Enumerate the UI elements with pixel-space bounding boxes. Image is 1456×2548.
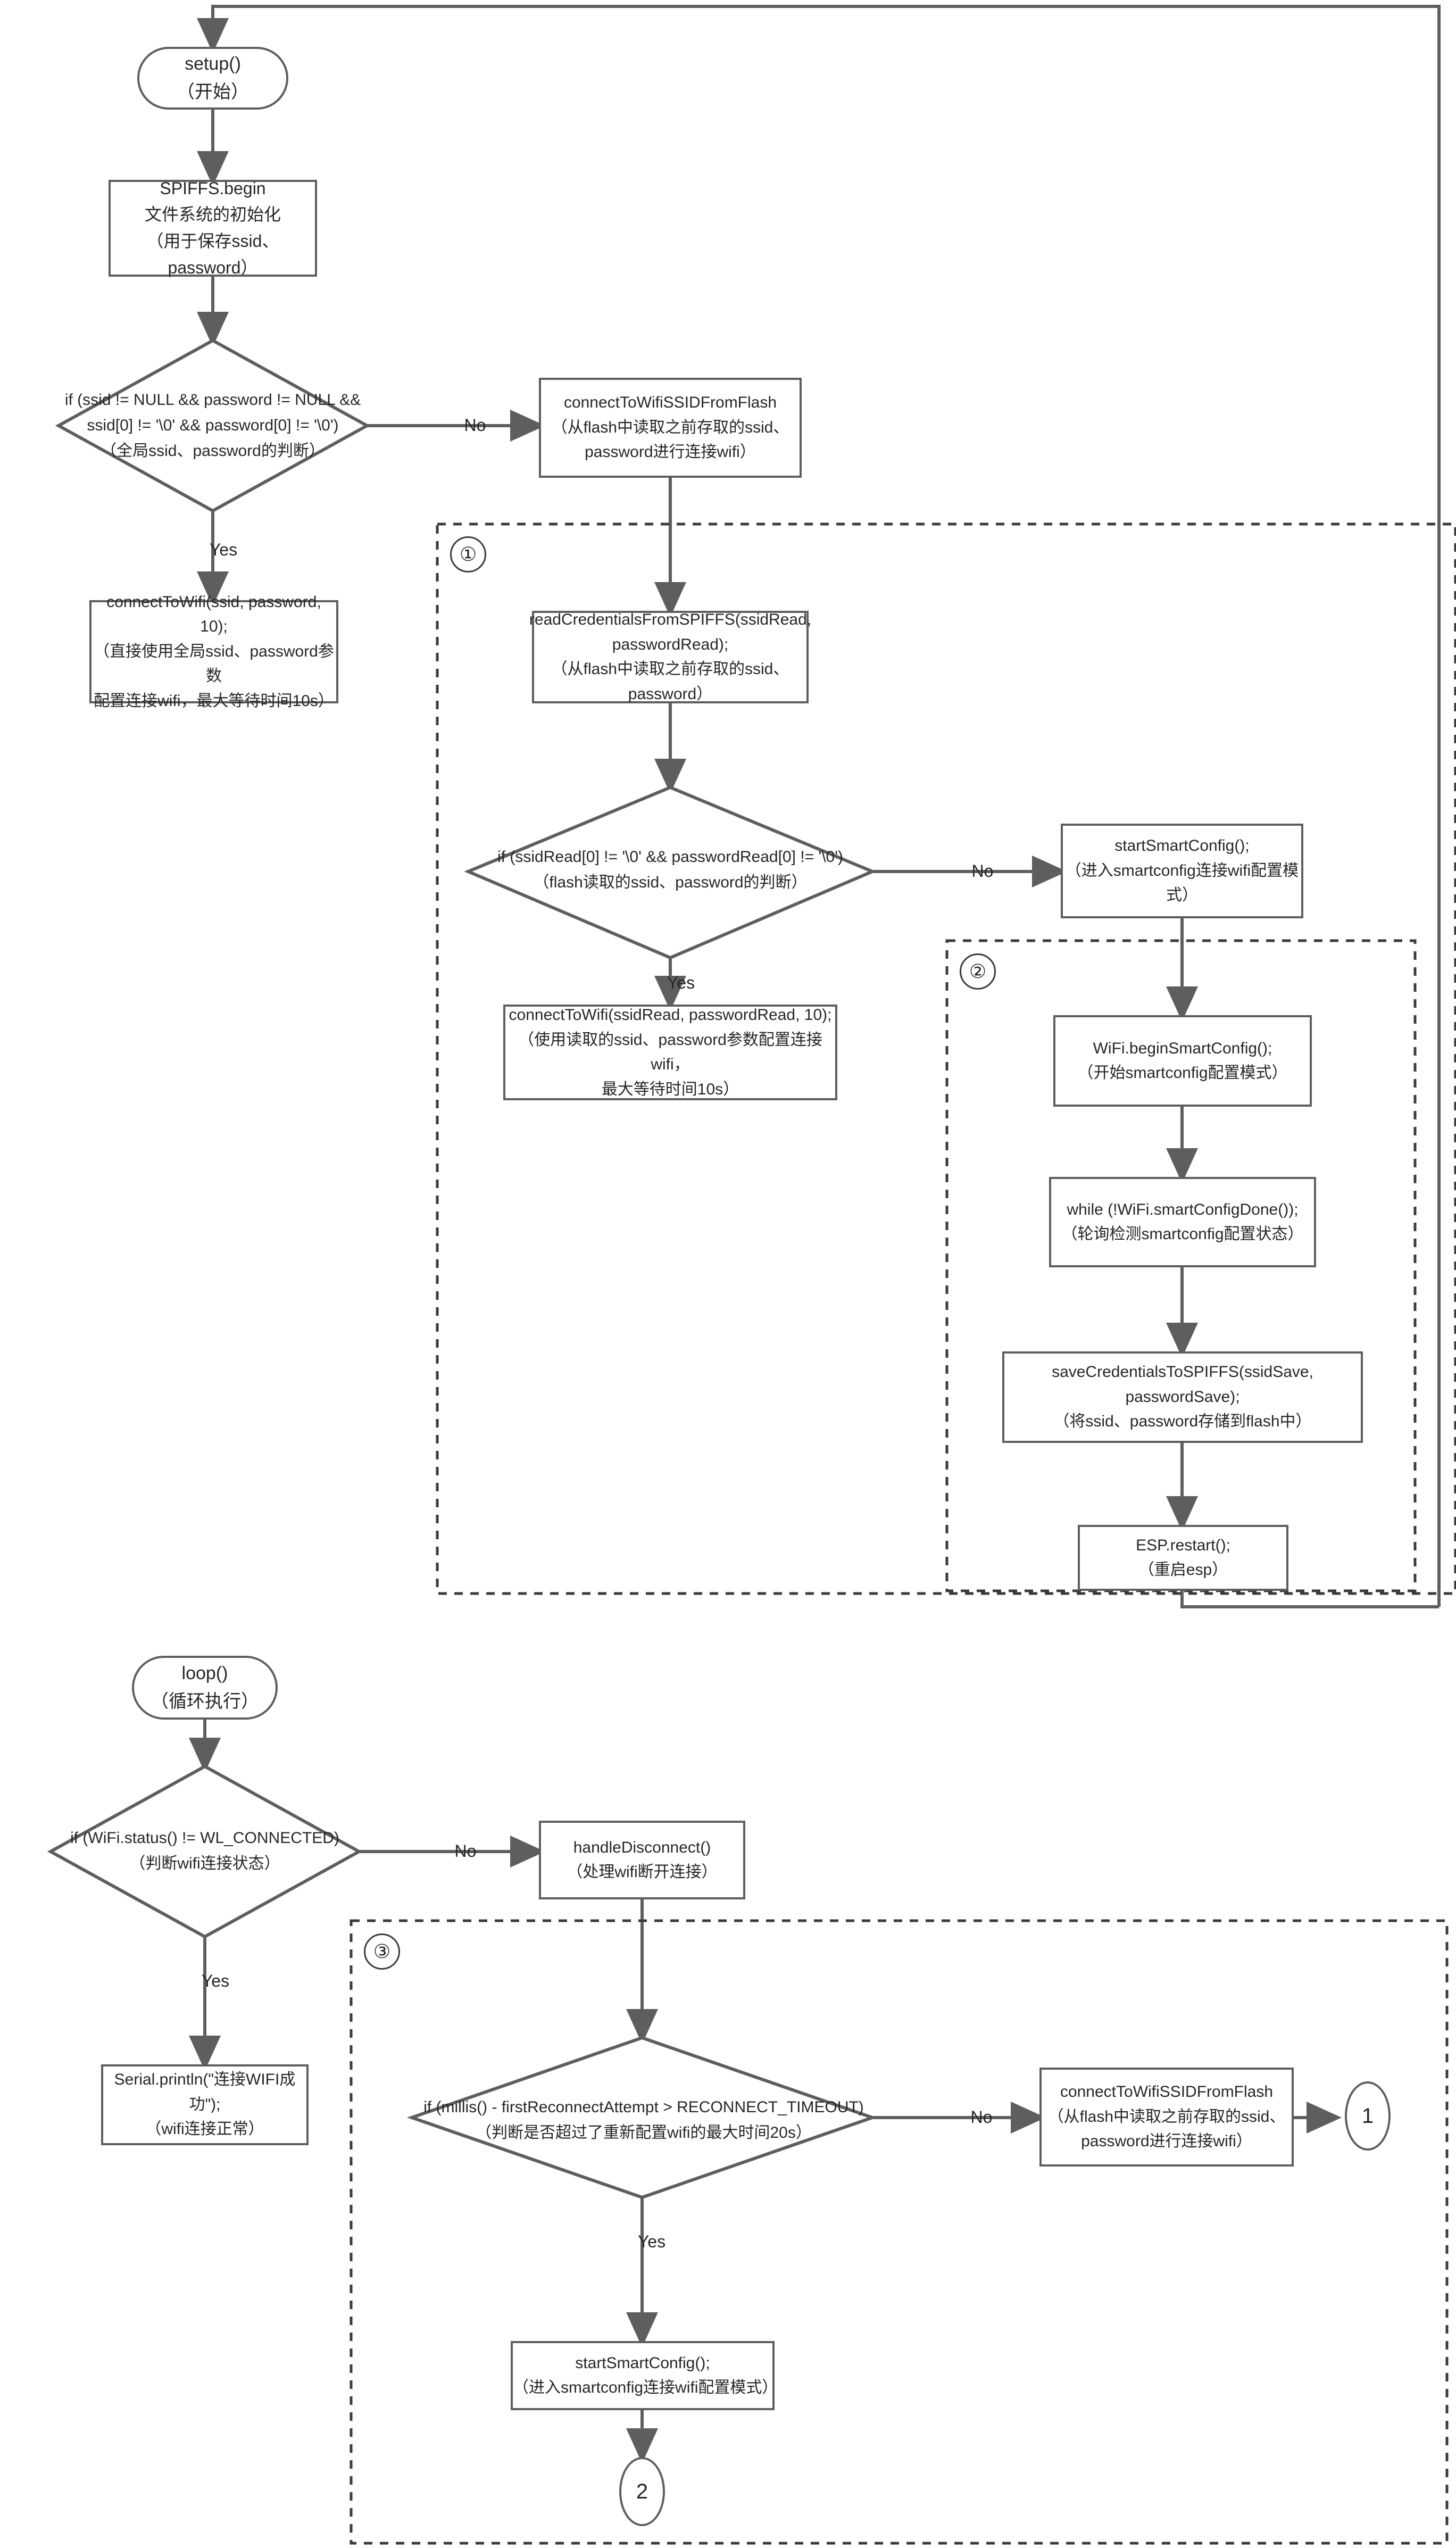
yes-label-reconnect: Yes xyxy=(637,2231,666,2251)
handle-disconnect-box[interactable]: handleDisconnect() （处理wifi断开连接） xyxy=(539,1821,745,1899)
connect-from-flash-bottom-line2: （从flash中读取之前存取的ssid、 xyxy=(1047,2107,1286,2126)
group-two-label: ② xyxy=(969,960,987,982)
begin-smartconfig-box[interactable]: WiFi.beginSmartConfig(); （开始smartconfig配… xyxy=(1053,1015,1312,1107)
setup-start-terminal[interactable]: setup() （开始） xyxy=(137,47,288,110)
decision-global-creds-line2: ssid[0] != '\0' && password[0] != '\0') xyxy=(87,417,339,434)
no-label-flash: No xyxy=(971,861,994,881)
edge-label-no-reconnect: No xyxy=(952,2105,1011,2129)
serial-println-ok-box[interactable]: Serial.println("连接WIFI成功"); （wifi连接正常） xyxy=(101,2064,309,2145)
start-smartconfig-bottom-line2: （进入smartconfig连接wifi配置模式） xyxy=(513,2379,778,2396)
read-credentials-line3: （从flash中读取之前存取的ssid、password） xyxy=(551,660,789,703)
decision-flash-creds-line1: if (ssidRead[0] != '\0' && passwordRead[… xyxy=(497,848,843,866)
edge-label-yes-wifi-status: Yes xyxy=(184,1969,247,1993)
serial-println-ok-line1: Serial.println("连接WIFI成功"); xyxy=(114,2071,296,2113)
spiffs-begin-line2: 文件系统的初始化 xyxy=(144,205,281,225)
spiffs-begin-line3: （用于保存ssid、password） xyxy=(146,231,279,277)
decision-reconnect-timeout-line2: （判断是否超过了重新配置wifi的最大时间20s） xyxy=(476,2124,812,2142)
decision-global-creds-line3: （全局ssid、password的判断） xyxy=(101,442,325,460)
connector-one-label: 1 xyxy=(1361,2104,1374,2128)
edge-label-yes-reconnect: Yes xyxy=(620,2229,684,2254)
start-smartconfig-top-box[interactable]: startSmartConfig(); （进入smartconfig连接wifi… xyxy=(1061,824,1303,918)
read-credentials-line1: readCredentialsFromSPIFFS(ssidRead, xyxy=(529,611,812,628)
spiffs-begin-line1: SPIFFS.begin xyxy=(160,178,266,198)
loop-start-line2: （循环执行） xyxy=(151,1691,259,1712)
connect-from-flash-bottom-box[interactable]: connectToWifiSSIDFromFlash （从flash中读取之前存… xyxy=(1039,2068,1294,2167)
group-three-label: ③ xyxy=(373,1940,391,1962)
save-credentials-line1: saveCredentialsToSPIFFS(ssidSave, passwo… xyxy=(1052,1363,1313,1406)
decision-wifi-status-line2: （判断wifi连接状态） xyxy=(129,1855,280,1872)
handle-disconnect-line2: （处理wifi断开连接） xyxy=(567,1863,718,1881)
group-three-box xyxy=(350,1919,1449,2545)
connect-from-flash-top-line3: password进行连接wifi） xyxy=(585,443,756,461)
edge-label-no-global: No xyxy=(446,413,504,437)
no-label-wifi-status: No xyxy=(454,1841,477,1861)
connect-global-line2: （直接使用全局ssid、password参数 xyxy=(94,642,334,685)
decision-flash-creds-line2: （flash读取的ssid、password的判断） xyxy=(533,874,808,891)
start-smartconfig-bottom-box[interactable]: startSmartConfig(); （进入smartconfig连接wifi… xyxy=(511,2341,778,2410)
read-credentials-line2: passwordRead); xyxy=(612,635,729,653)
decision-wifi-status-text[interactable]: if (WiFi.status() != WL_CONNECTED) （判断wi… xyxy=(53,1811,356,1891)
group-one-tag: ① xyxy=(450,536,486,572)
edge-label-no-wifi-status: No xyxy=(436,1839,495,1863)
decision-global-creds-text[interactable]: if (ssid != NULL && password != NULL && … xyxy=(32,372,394,479)
decision-reconnect-timeout-text[interactable]: if (millis() - firstReconnectAttempt > R… xyxy=(420,2080,867,2160)
connect-global-box[interactable]: connectToWifi(ssid, password, 10); （直接使用… xyxy=(89,593,338,710)
yes-label: Yes xyxy=(209,540,238,559)
start-smartconfig-top-line2: （进入smartconfig连接wifi配置模式） xyxy=(1065,861,1299,904)
no-label: No xyxy=(464,415,486,435)
connect-read-line3: 最大等待时间10s） xyxy=(601,1080,739,1098)
connect-from-flash-top-line2: （从flash中读取之前存取的ssid、 xyxy=(551,418,789,436)
spiffs-begin-box[interactable]: SPIFFS.begin 文件系统的初始化 （用于保存ssid、password… xyxy=(109,179,317,277)
edge-label-yes-global: Yes xyxy=(192,537,255,562)
connect-from-flash-bottom-line3: password进行连接wifi） xyxy=(1081,2132,1252,2151)
start-smartconfig-top-line1: startSmartConfig(); xyxy=(1114,837,1250,855)
connector-two-bottom[interactable]: 2 xyxy=(619,2457,665,2526)
group-one-label: ① xyxy=(459,543,477,565)
setup-start-line1: setup() xyxy=(185,54,241,74)
connector-two-label: 2 xyxy=(636,2480,648,2503)
decision-global-creds-line1: if (ssid != NULL && password != NULL && xyxy=(64,391,361,409)
connect-global-line1: connectToWifi(ssid, password, 10); xyxy=(106,593,321,636)
while-smartconfig-done-line2: （轮询检测smartconfig配置状态） xyxy=(1061,1225,1304,1243)
connector-one-right[interactable]: 1 xyxy=(1345,2081,1391,2151)
connect-from-flash-top-line1: connectToWifiSSIDFromFlash xyxy=(563,394,777,412)
connect-read-box[interactable]: connectToWifi(ssidRead, passwordRead, 10… xyxy=(503,1005,837,1100)
yes-label-wifi-status: Yes xyxy=(201,1971,230,1990)
yes-label-flash: Yes xyxy=(667,973,695,992)
handle-disconnect-line1: handleDisconnect() xyxy=(573,1838,711,1856)
while-smartconfig-done-box[interactable]: while (!WiFi.smartConfigDone()); （轮询检测sm… xyxy=(1049,1177,1316,1267)
read-credentials-box[interactable]: readCredentialsFromSPIFFS(ssidRead, pass… xyxy=(529,611,812,703)
connect-from-flash-top-box[interactable]: connectToWifiSSIDFromFlash （从flash中读取之前存… xyxy=(539,378,802,478)
connect-read-line1: connectToWifi(ssidRead, passwordRead, 10… xyxy=(509,1006,832,1024)
no-label-reconnect: No xyxy=(970,2107,993,2127)
connect-read-line2: （使用读取的ssid、password参数配置连接wifi， xyxy=(518,1031,822,1074)
loop-start-terminal[interactable]: loop() （循环执行） xyxy=(132,1656,278,1720)
decision-flash-creds-text[interactable]: if (ssidRead[0] != '\0' && passwordRead[… xyxy=(473,830,867,910)
connect-global-line3: 配置连接wifi，最大等待时间10s） xyxy=(94,692,334,710)
esp-restart-box[interactable]: ESP.restart(); （重启esp） xyxy=(1078,1525,1288,1591)
esp-restart-line2: （重启esp） xyxy=(1138,1561,1228,1579)
group-three-tag: ③ xyxy=(364,1933,400,1970)
edge-label-no-flash: No xyxy=(953,859,1012,883)
save-credentials-box[interactable]: saveCredentialsToSPIFFS(ssidSave, passwo… xyxy=(1002,1351,1363,1443)
decision-wifi-status-line1: if (WiFi.status() != WL_CONNECTED) xyxy=(70,1829,339,1847)
group-two-tag: ② xyxy=(960,953,996,990)
setup-start-line2: （开始） xyxy=(177,82,249,102)
edge-label-yes-flash: Yes xyxy=(649,970,713,995)
connect-from-flash-bottom-line1: connectToWifiSSIDFromFlash xyxy=(1060,2083,1274,2101)
loop-start-line1: loop() xyxy=(181,1663,228,1684)
start-smartconfig-bottom-line1: startSmartConfig(); xyxy=(575,2354,710,2372)
save-credentials-line2: （将ssid、password存储到flash中） xyxy=(1053,1413,1312,1431)
serial-println-ok-line2: （wifi连接正常） xyxy=(145,2120,264,2138)
while-smartconfig-done-line1: while (!WiFi.smartConfigDone()); xyxy=(1067,1200,1299,1218)
begin-smartconfig-line2: （开始smartconfig配置模式） xyxy=(1077,1064,1288,1082)
esp-restart-line1: ESP.restart(); xyxy=(1136,1536,1230,1554)
decision-reconnect-timeout-line1: if (millis() - firstReconnectAttempt > R… xyxy=(423,2098,864,2116)
begin-smartconfig-line1: WiFi.beginSmartConfig(); xyxy=(1093,1039,1272,1057)
